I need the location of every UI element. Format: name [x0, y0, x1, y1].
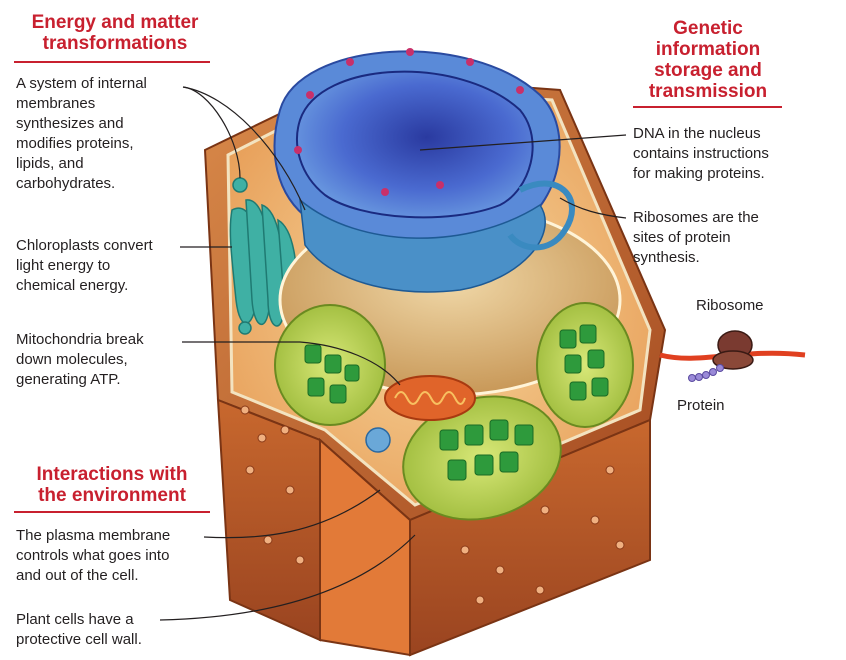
endomembrane-label-line5: lipids, and [16, 155, 84, 172]
mitochondria-label: Mitochondria break down molecules, gener… [16, 330, 144, 390]
ribosomes-label: Ribosomes are the sites of protein synth… [633, 208, 759, 268]
endomembrane-label: A system of internal membranes synthesiz… [16, 74, 147, 194]
mitochondria-label-line1: Mitochondria break [16, 331, 144, 348]
dna-label-line3: for making proteins. [633, 165, 765, 182]
plasma-membrane-label: The plasma membrane controls what goes i… [16, 526, 170, 586]
plasma-membrane-label-line2: controls what goes into [16, 547, 170, 564]
energy-heading-line1: Energy and matter [31, 12, 199, 33]
nucleus [273, 48, 575, 293]
endomembrane-label-line6: carbohydrates. [16, 175, 116, 192]
chloroplast-label-line3: chemical energy. [16, 277, 129, 294]
interactions-heading: Interactions with the environment [14, 464, 210, 506]
dna-label-line2: contains instructions [633, 145, 769, 162]
endomembrane-label-line1: A system of internal [16, 75, 147, 92]
genetic-heading: Genetic information storage and transmis… [633, 18, 783, 102]
mitochondria-label-line2: down molecules, [16, 351, 128, 368]
energy-heading: Energy and matter transformations [20, 12, 210, 54]
plasma-membrane-label-line1: The plasma membrane [16, 527, 171, 544]
ribosomes-label-line1: Ribosomes are the [633, 209, 759, 226]
dna-label-line1: DNA in the nucleus [633, 125, 761, 142]
ribosome-inset-label: Ribosome [696, 297, 764, 314]
vesicle [365, 427, 391, 453]
endomembrane-label-line4: modifies proteins, [16, 135, 134, 152]
chloroplast-label: Chloroplasts convert light energy to che… [16, 236, 153, 296]
genetic-heading-line3: storage and [654, 60, 762, 81]
leader-lines [159, 86, 627, 621]
chloroplast-label-line2: light energy to [16, 257, 111, 274]
mitochondrion [384, 375, 476, 421]
protein-inset-label: Protein [677, 397, 725, 414]
grana-stacks [304, 324, 609, 481]
dna-label: DNA in the nucleus contains instructions… [633, 124, 769, 184]
plasma-membrane-label-line3: and out of the cell. [16, 567, 139, 584]
endomembrane-label-line3: synthesizes and [16, 115, 124, 132]
mitochondria-label-line3: generating ATP. [16, 371, 121, 388]
interactions-heading-line1: Interactions with [36, 464, 188, 485]
genetic-heading-line2: information [655, 39, 761, 60]
ribosomes-label-line2: sites of protein [633, 229, 731, 246]
cell-wall-label-line1: Plant cells have a [16, 611, 134, 628]
cell-wall-label-line2: protective cell wall. [16, 631, 142, 648]
ribosomes-label-line3: synthesis. [633, 249, 700, 266]
genetic-heading-line4: transmission [648, 81, 768, 102]
energy-heading-line2: transformations [42, 33, 188, 54]
endomembrane-label-line2: membranes [16, 95, 96, 112]
chloroplast-label-line1: Chloroplasts convert [16, 237, 153, 254]
ribosome-inset [659, 330, 806, 382]
interactions-heading-line2: the environment [38, 485, 186, 506]
genetic-heading-line1: Genetic [673, 18, 743, 39]
chloroplast-right [536, 302, 634, 428]
cell-wall-label: Plant cells have a protective cell wall. [16, 610, 142, 650]
